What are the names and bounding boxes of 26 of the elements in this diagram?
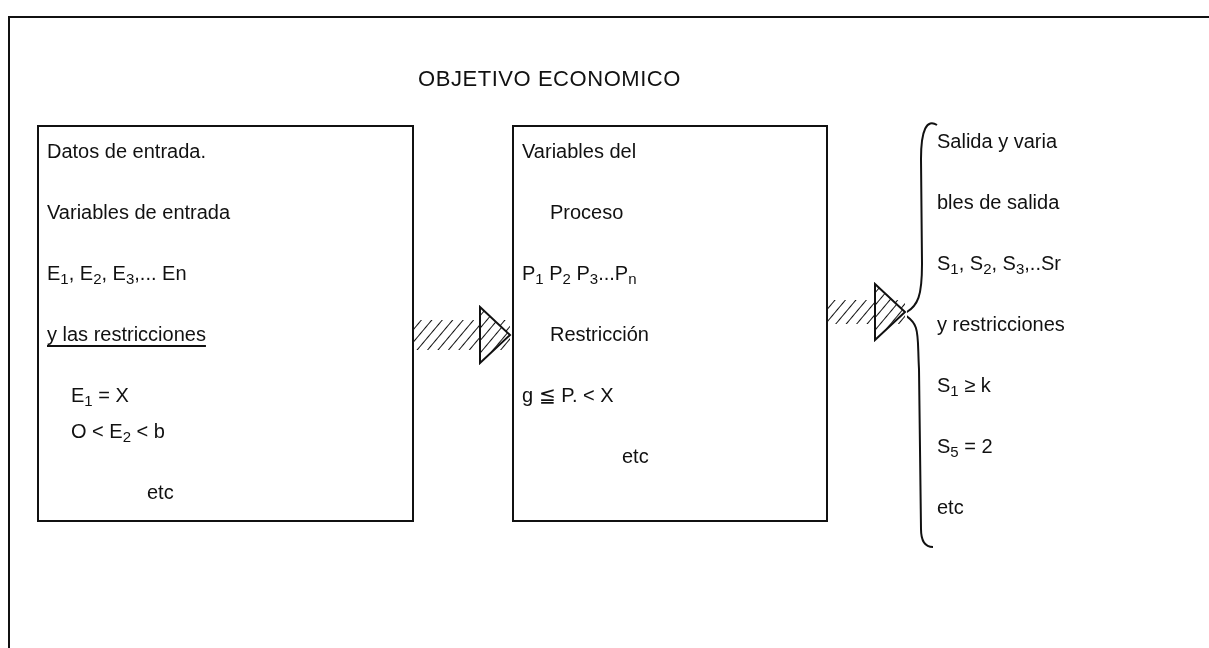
output-text: S$_{1}$, S$_{2}$, S$_{3}$,..Sr	[937, 251, 1062, 279]
output-text: etc	[937, 495, 965, 520]
process-text: g ≦ P. < X	[522, 383, 615, 408]
process-text: Restricción	[549, 322, 650, 347]
output-text: y restricciones	[937, 312, 1065, 337]
frame-heading: OBJETIVO ECONOMICO	[418, 65, 681, 93]
process-text: P$_{1}$ P$_{2}$ P$_{3}$...P$_{n}$	[522, 261, 638, 289]
input-text: E$_{1}$, E$_{2}$, E$_{3}$,... En	[47, 261, 188, 289]
frame-box	[8, 16, 1209, 648]
input-text: y las restricciones	[47, 322, 207, 347]
input-text: O < E$_{2}$ < b	[70, 419, 166, 447]
process-box	[512, 125, 828, 522]
process-text: Variables del	[522, 139, 638, 164]
input-text: etc	[146, 480, 175, 505]
input-text: Datos de entrada.	[47, 139, 207, 164]
hatched-arrow	[412, 306, 511, 364]
process-text: etc	[621, 444, 650, 469]
output-text: S$_{1}$ ≥ k	[937, 373, 992, 401]
output-text: Salida y varia	[937, 129, 1059, 154]
input-text: E$_{1}$ = X	[70, 383, 130, 411]
input-text: Variables de entrada	[47, 200, 232, 225]
hatched-arrow	[826, 283, 906, 341]
output-text: bles de salida	[937, 190, 1061, 215]
process-box	[37, 125, 414, 522]
process-text: Proceso	[549, 200, 625, 225]
output-text: S$_{5}$ = 2	[937, 434, 994, 462]
